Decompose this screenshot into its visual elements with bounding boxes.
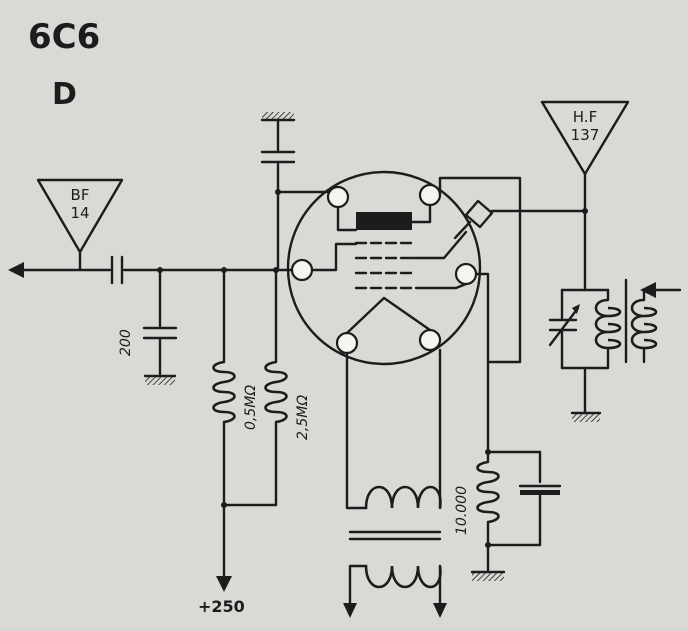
resistor-2-value: 2,5MΩ (295, 395, 311, 440)
tube-type-title: 6C6 (28, 17, 100, 57)
bf-stage-symbol: BF 14 (36, 178, 124, 254)
cathode-network: 10.000 (454, 449, 562, 581)
heater-transformer (343, 348, 447, 618)
plate-lead (490, 172, 588, 292)
ground-icon (572, 414, 600, 422)
plate-element (356, 212, 412, 230)
resistor-1-value: 0,5MΩ (243, 385, 259, 430)
cathode-resistor-value: 10.000 (454, 486, 470, 535)
input-arrow-icon (640, 282, 656, 298)
tube-envelope (286, 170, 494, 366)
bf-number: 14 (70, 204, 89, 222)
resistor-05mohm: 0,5MΩ (212, 267, 259, 592)
resistor-25mohm: 2,5MΩ (221, 267, 311, 508)
capacitor-200: 200 (118, 267, 178, 385)
bf-label: BF (71, 186, 90, 204)
hf-number: 137 (571, 126, 600, 144)
ground-icon (262, 112, 294, 120)
supply-voltage-label: +250 (198, 597, 245, 616)
supply-arrow-icon (216, 576, 232, 592)
pin-grid (290, 258, 314, 282)
capacitor-value: 200 (118, 329, 134, 356)
heater-arrow-right-icon (433, 603, 447, 618)
ground-icon (145, 377, 175, 385)
pin-screen (326, 185, 350, 209)
suppressor-lead (438, 176, 522, 454)
pin-heater-2 (418, 328, 442, 352)
tuned-circuit (548, 278, 682, 422)
grid-signal-line (8, 250, 300, 285)
pin-heater-1 (335, 331, 359, 355)
heater-arrow-left-icon (343, 603, 357, 618)
screen-bypass-capacitor (260, 112, 332, 272)
pin-plate (418, 183, 442, 207)
output-arrow-icon (8, 262, 24, 278)
hf-label: H.F (573, 108, 597, 126)
hf-stage-symbol: H.F 137 (540, 100, 630, 176)
top-cap (453, 199, 494, 240)
ground-icon (472, 573, 504, 581)
tube-variant-label: D (52, 77, 77, 112)
pin-suppressor (454, 262, 478, 286)
